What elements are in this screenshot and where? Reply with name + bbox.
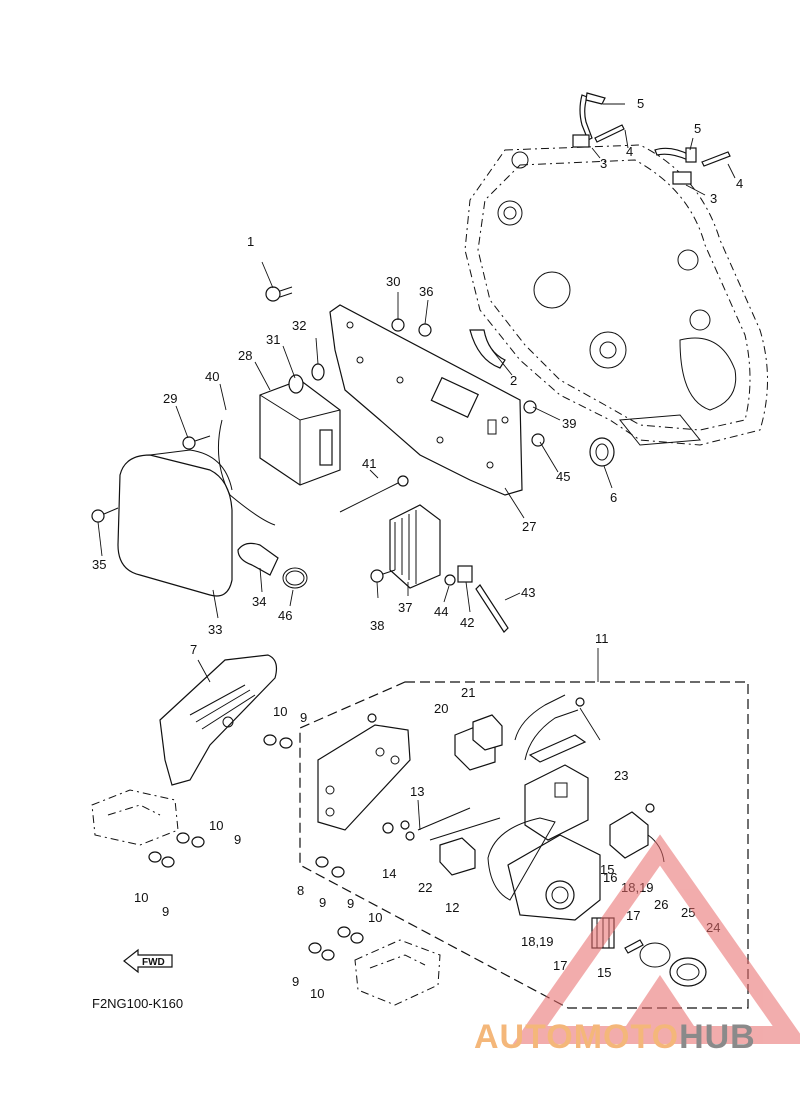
callout-3: 3 (600, 156, 607, 171)
fwd-label: FWD (142, 957, 165, 968)
electrical-mounting-plate (329, 304, 523, 496)
callout-2: 2 (510, 373, 517, 388)
callout-1: 1 (247, 234, 254, 249)
mounting-base-bottom (354, 939, 441, 1006)
callout-3: 3 (710, 191, 717, 206)
hose-clamp (282, 567, 308, 589)
callout-10: 10 (209, 818, 223, 833)
watermark-part1: AUTOMOTO (474, 1018, 680, 1056)
assembly-11-boundary (299, 681, 749, 1009)
callout-28: 28 (238, 348, 252, 363)
callout-23: 23 (614, 768, 628, 783)
bolt-1 (265, 286, 293, 302)
callout-18-19: 18,19 (521, 934, 554, 949)
collar-31 (288, 374, 304, 394)
leader-lines (97, 103, 736, 831)
callout-10: 10 (134, 890, 148, 905)
bolt-35 (91, 507, 119, 523)
callout-45: 45 (556, 469, 570, 484)
callout-5: 5 (637, 96, 644, 111)
callout-7: 7 (190, 642, 197, 657)
callout-33: 33 (208, 622, 222, 637)
cable-tie-assembly-left (572, 92, 625, 148)
callout-35: 35 (92, 557, 106, 572)
watermark-logo: AUTOMOTOHUB (474, 1018, 756, 1057)
watermark-part2: HUB (679, 1018, 756, 1056)
washer-nut-group (148, 734, 364, 961)
wire-holder (237, 542, 279, 576)
callout-5: 5 (694, 121, 701, 136)
nut-30 (391, 318, 405, 332)
callout-9: 9 (300, 710, 307, 725)
callout-42: 42 (460, 615, 474, 630)
callout-38: 38 (370, 618, 384, 633)
forward-arrow-icon: FWD (123, 948, 173, 974)
crescent-grommet (469, 329, 506, 369)
mounting-base-left (91, 789, 179, 846)
electrical-box-assembly (317, 694, 707, 987)
callout-12: 12 (445, 900, 459, 915)
collar-32 (311, 363, 325, 381)
callout-37: 37 (398, 600, 412, 615)
callout-10: 10 (310, 986, 324, 1001)
bolt-29 (182, 435, 211, 450)
callout-8: 8 (297, 883, 304, 898)
engine-housing-outline (464, 144, 768, 446)
callout-40: 40 (205, 369, 219, 384)
callout-39: 39 (562, 416, 576, 431)
callout-9: 9 (319, 895, 326, 910)
callout-34: 34 (252, 594, 266, 609)
nut-39 (523, 400, 537, 414)
callout-17: 17 (553, 958, 567, 973)
bolt-38 (370, 569, 396, 583)
rectifier-regulator (389, 504, 441, 589)
nut-45 (531, 433, 545, 447)
callout-10: 10 (273, 704, 287, 719)
callout-32: 32 (292, 318, 306, 333)
callout-27: 27 (522, 519, 536, 534)
bracket (159, 654, 278, 786)
callout-43: 43 (521, 585, 535, 600)
lead-wire (217, 419, 276, 526)
callout-9: 9 (234, 832, 241, 847)
callout-10: 10 (368, 910, 382, 925)
clip (457, 565, 473, 583)
callout-4: 4 (736, 176, 743, 191)
watermark-triangle (512, 834, 800, 1044)
callout-13: 13 (410, 784, 424, 799)
cable-tie-assembly-right (654, 147, 731, 185)
callout-6: 6 (610, 490, 617, 505)
callout-20: 20 (434, 701, 448, 716)
cdi-unit (259, 379, 341, 486)
callout-15: 15 (597, 965, 611, 980)
callout-11: 11 (595, 631, 609, 646)
callout-46: 46 (278, 608, 292, 623)
callout-26: 26 (654, 897, 668, 912)
bolt-41 (339, 475, 409, 513)
electrical-box-cover (117, 449, 233, 597)
callout-15: 15 (600, 862, 614, 877)
callout-16: 16 (603, 870, 617, 885)
callout-36: 36 (419, 284, 433, 299)
callout-44: 44 (434, 604, 448, 619)
figure-code: F2NG100-K160 (92, 996, 184, 1011)
bolt-44 (444, 574, 456, 586)
callout-30: 30 (386, 274, 400, 289)
nut-36 (418, 323, 432, 337)
callout-41: 41 (362, 456, 376, 471)
callout-4: 4 (626, 144, 633, 159)
band (475, 584, 509, 633)
callout-9: 9 (292, 974, 299, 989)
callout-31: 31 (266, 332, 280, 347)
callout-17: 17 (626, 908, 640, 923)
callout-9: 9 (347, 896, 354, 911)
callout-22: 22 (418, 880, 432, 895)
callout-29: 29 (163, 391, 177, 406)
grommet (589, 437, 615, 467)
callout-9: 9 (162, 904, 169, 919)
callout-14: 14 (382, 866, 396, 881)
callout-21: 21 (461, 685, 475, 700)
